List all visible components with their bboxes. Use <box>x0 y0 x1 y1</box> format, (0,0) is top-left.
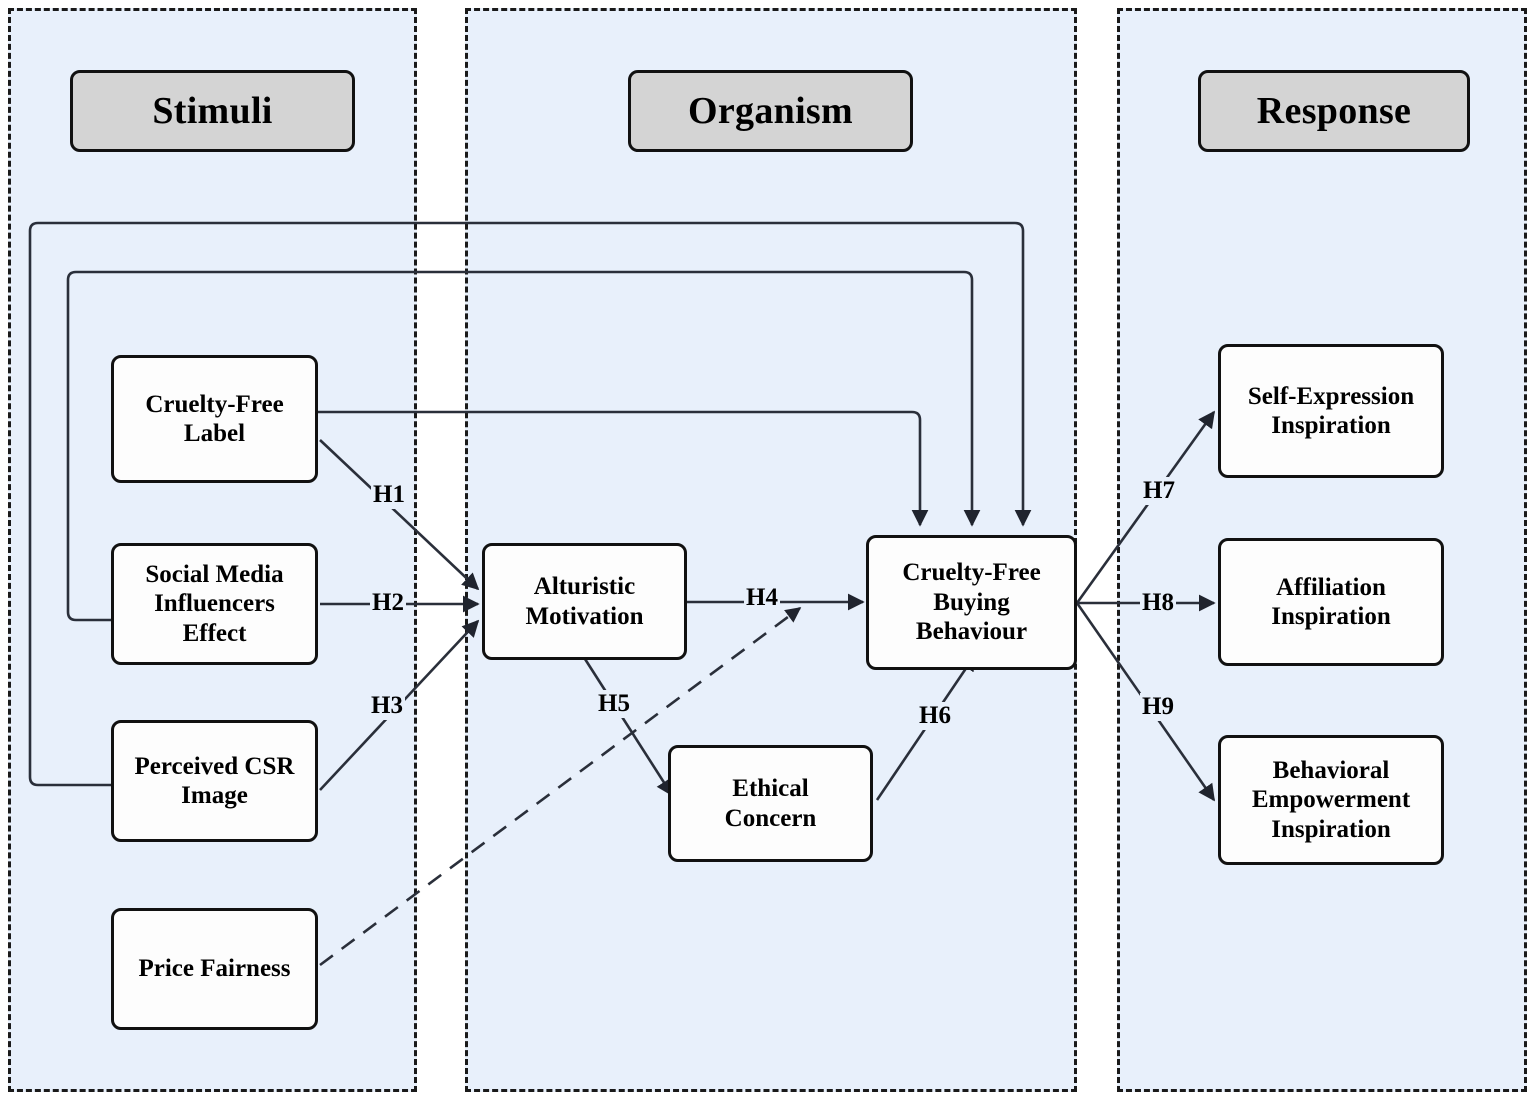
hypothesis-label-h6: H6 <box>917 702 953 730</box>
node-behavioral-empowerment-line-3: Inspiration <box>1271 815 1391 843</box>
node-alturistic-motivation-line-1: Alturistic <box>533 573 636 600</box>
node-affiliation-inspiration: Affiliation Inspiration <box>1218 538 1444 666</box>
hypothesis-label-h4: H4 <box>744 584 780 612</box>
node-perceived-csr-image: Perceived CSR Image <box>111 720 318 842</box>
node-cruelty-free-label: Cruelty-Free Label <box>111 355 318 483</box>
header-stimuli: Stimuli <box>70 70 355 152</box>
node-ethical-concern: Ethical Concern <box>668 745 873 862</box>
node-ethical-concern-line-1: Ethical <box>732 775 809 802</box>
node-social-media-line-1: Social Media <box>145 560 284 588</box>
node-perceived-csr-line-2: Image <box>181 782 248 809</box>
header-response-label: Response <box>1256 90 1412 132</box>
node-perceived-csr-line-1: Perceived CSR <box>134 752 295 780</box>
node-self-expression-line-2: Inspiration <box>1271 412 1391 439</box>
hypothesis-label-h5: H5 <box>596 690 632 718</box>
node-behavioral-empowerment-line-2: Empowerment <box>1251 786 1411 814</box>
node-social-media-influencers-effect: Social Media Influencers Effect <box>111 543 318 665</box>
hypothesis-label-h3: H3 <box>369 692 405 720</box>
node-buying-behaviour-line-3: Behaviour <box>915 618 1028 646</box>
node-buying-behaviour-line-1: Cruelty-Free <box>902 559 1041 587</box>
node-ethical-concern-line-2: Concern <box>724 804 817 832</box>
node-cruelty-free-buying-behaviour: Cruelty-Free Buying Behaviour <box>866 535 1077 670</box>
node-social-media-line-2: Influencers <box>154 590 275 618</box>
hypothesis-label-h1: H1 <box>371 481 407 509</box>
header-stimuli-label: Stimuli <box>152 90 273 132</box>
header-organism: Organism <box>628 70 913 152</box>
hypothesis-label-h7: H7 <box>1141 477 1177 505</box>
node-self-expression-line-1: Self-Expression <box>1247 382 1415 410</box>
node-behavioral-empowerment-inspiration: Behavioral Empowerment Inspiration <box>1218 735 1444 865</box>
node-self-expression-inspiration: Self-Expression Inspiration <box>1218 344 1444 478</box>
header-organism-label: Organism <box>688 90 853 132</box>
node-behavioral-empowerment-line-1: Behavioral <box>1272 756 1390 784</box>
node-alturistic-motivation: Alturistic Motivation <box>482 543 687 660</box>
node-social-media-line-3: Effect <box>182 619 247 647</box>
header-response: Response <box>1198 70 1470 152</box>
node-price-fairness-line-1: Price Fairness <box>138 955 291 983</box>
node-affiliation-line-2: Inspiration <box>1271 603 1391 630</box>
node-cruelty-free-label-line-1: Cruelty-Free <box>145 390 284 418</box>
hypothesis-label-h8: H8 <box>1140 589 1176 617</box>
node-price-fairness: Price Fairness <box>111 908 318 1030</box>
node-affiliation-line-1: Affiliation <box>1276 573 1386 601</box>
node-buying-behaviour-line-2: Buying <box>933 588 1010 616</box>
hypothesis-label-h9: H9 <box>1140 693 1176 721</box>
node-alturistic-motivation-line-2: Motivation <box>525 602 644 630</box>
hypothesis-label-h2: H2 <box>370 589 406 617</box>
node-cruelty-free-label-line-2: Label <box>183 420 246 447</box>
